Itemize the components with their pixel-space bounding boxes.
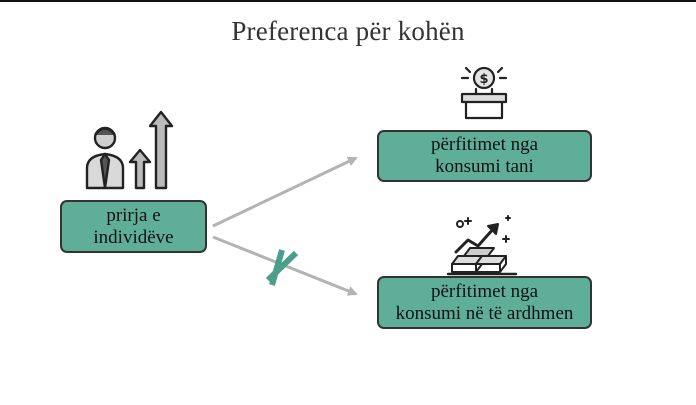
gold-bars-growth-icon (446, 215, 518, 276)
individual-tendency-line1: prirja e (106, 204, 161, 226)
individual-tendency-box: prirja e individëve (60, 200, 207, 253)
future-consumption-line1: përfitimet nga (430, 280, 539, 302)
future-consumption-box: përfitimet nga konsumi në të ardhmen (377, 276, 592, 329)
svg-text:$: $ (479, 72, 488, 87)
present-consumption-line2: konsumi tani (435, 156, 534, 177)
individual-tendency-line2: individëve (93, 226, 174, 248)
present-consumption-box: përfitimet nga konsumi tani (377, 130, 592, 182)
person-growth-icon (85, 110, 174, 190)
diagram-title: Preferenca për kohën (231, 16, 465, 46)
arrow-to-now (212, 156, 358, 228)
money-box-icon: $ (460, 66, 508, 120)
present-consumption-line1: përfitimet nga (430, 134, 539, 155)
top-rule (0, 0, 696, 2)
cross-mark-icon (265, 249, 299, 286)
future-consumption-line2: konsumi në të ardhmen (395, 302, 574, 324)
